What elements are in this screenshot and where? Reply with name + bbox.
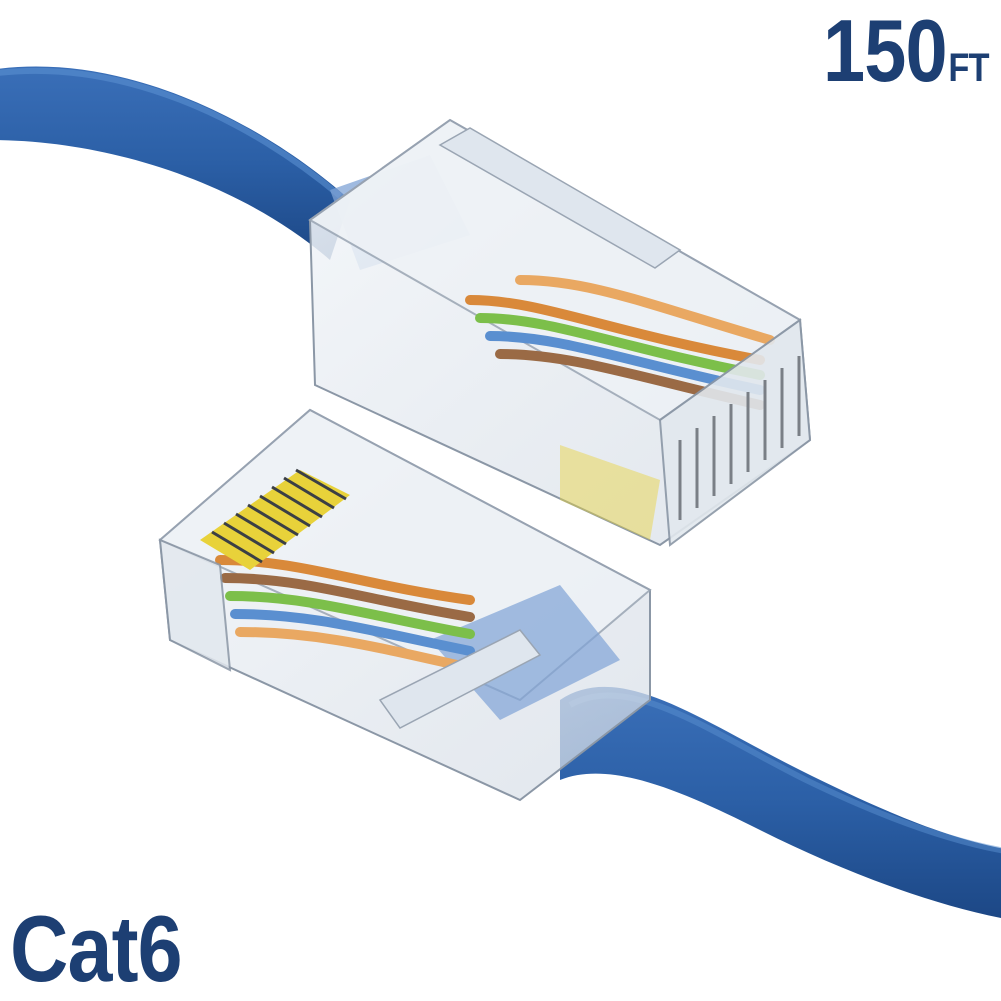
rj45-connector-upper-icon <box>308 118 812 547</box>
lower-contacts <box>200 468 350 570</box>
cable-length-value: 150 <box>823 1 948 100</box>
lower-wire-bundle <box>215 555 475 673</box>
upper-contacts <box>678 356 801 520</box>
rj45-connector-lower-icon <box>158 408 652 802</box>
cable-category-label: Cat6 <box>10 896 183 1001</box>
cable-length-label: 150 FT <box>823 1 990 100</box>
lower-cable <box>560 686 1001 919</box>
cable-length-unit: FT <box>948 46 990 90</box>
upper-cable <box>0 66 350 260</box>
